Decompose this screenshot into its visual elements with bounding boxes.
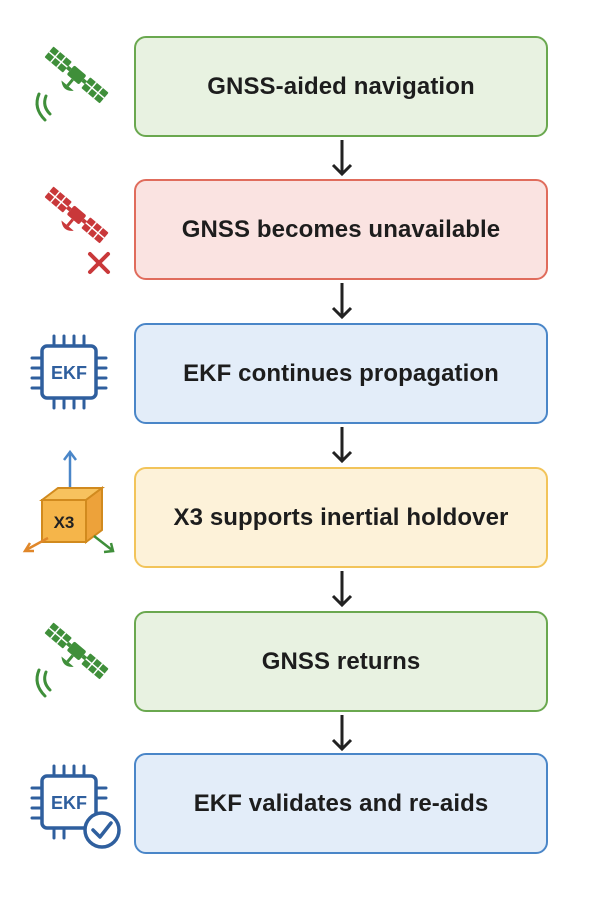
step-box-ekf-validates: EKF validates and re-aids: [134, 753, 548, 854]
ekf-chip-icon: EKF: [30, 334, 108, 410]
step-label: GNSS becomes unavailable: [181, 215, 501, 243]
step-box-gnss-unavailable: GNSS becomes unavailable: [134, 179, 548, 280]
ekf-chip-text: EKF: [51, 793, 87, 813]
step-label: X3 supports inertial holdover: [173, 503, 509, 531]
arrow-down-icon: [331, 283, 353, 320]
satellite-icon: [35, 622, 109, 698]
step-box-x3-holdover: X3 supports inertial holdover: [134, 467, 548, 568]
step-box-gnss-aided-navigation: GNSS-aided navigation: [134, 36, 548, 137]
arrow-down-icon: [331, 140, 353, 177]
step-label: GNSS-aided navigation: [207, 72, 475, 100]
step-label: GNSS returns: [261, 647, 421, 675]
step-box-ekf-continues: EKF continues propagation: [134, 323, 548, 424]
arrow-down-icon: [331, 571, 353, 608]
ekf-chip-check-icon: EKF: [30, 764, 121, 849]
arrow-down-icon: [331, 715, 353, 752]
step-label: EKF validates and re-aids: [193, 789, 489, 817]
step-box-gnss-returns: GNSS returns: [134, 611, 548, 712]
x3-imu-cube-icon: X3: [22, 449, 115, 554]
satellite-lost-icon: [44, 186, 110, 274]
x3-cube-text: X3: [54, 513, 75, 532]
step-label: EKF continues propagation: [183, 359, 499, 387]
ekf-chip-text: EKF: [51, 363, 87, 383]
satellite-icon: [35, 46, 109, 122]
arrow-down-icon: [331, 427, 353, 464]
